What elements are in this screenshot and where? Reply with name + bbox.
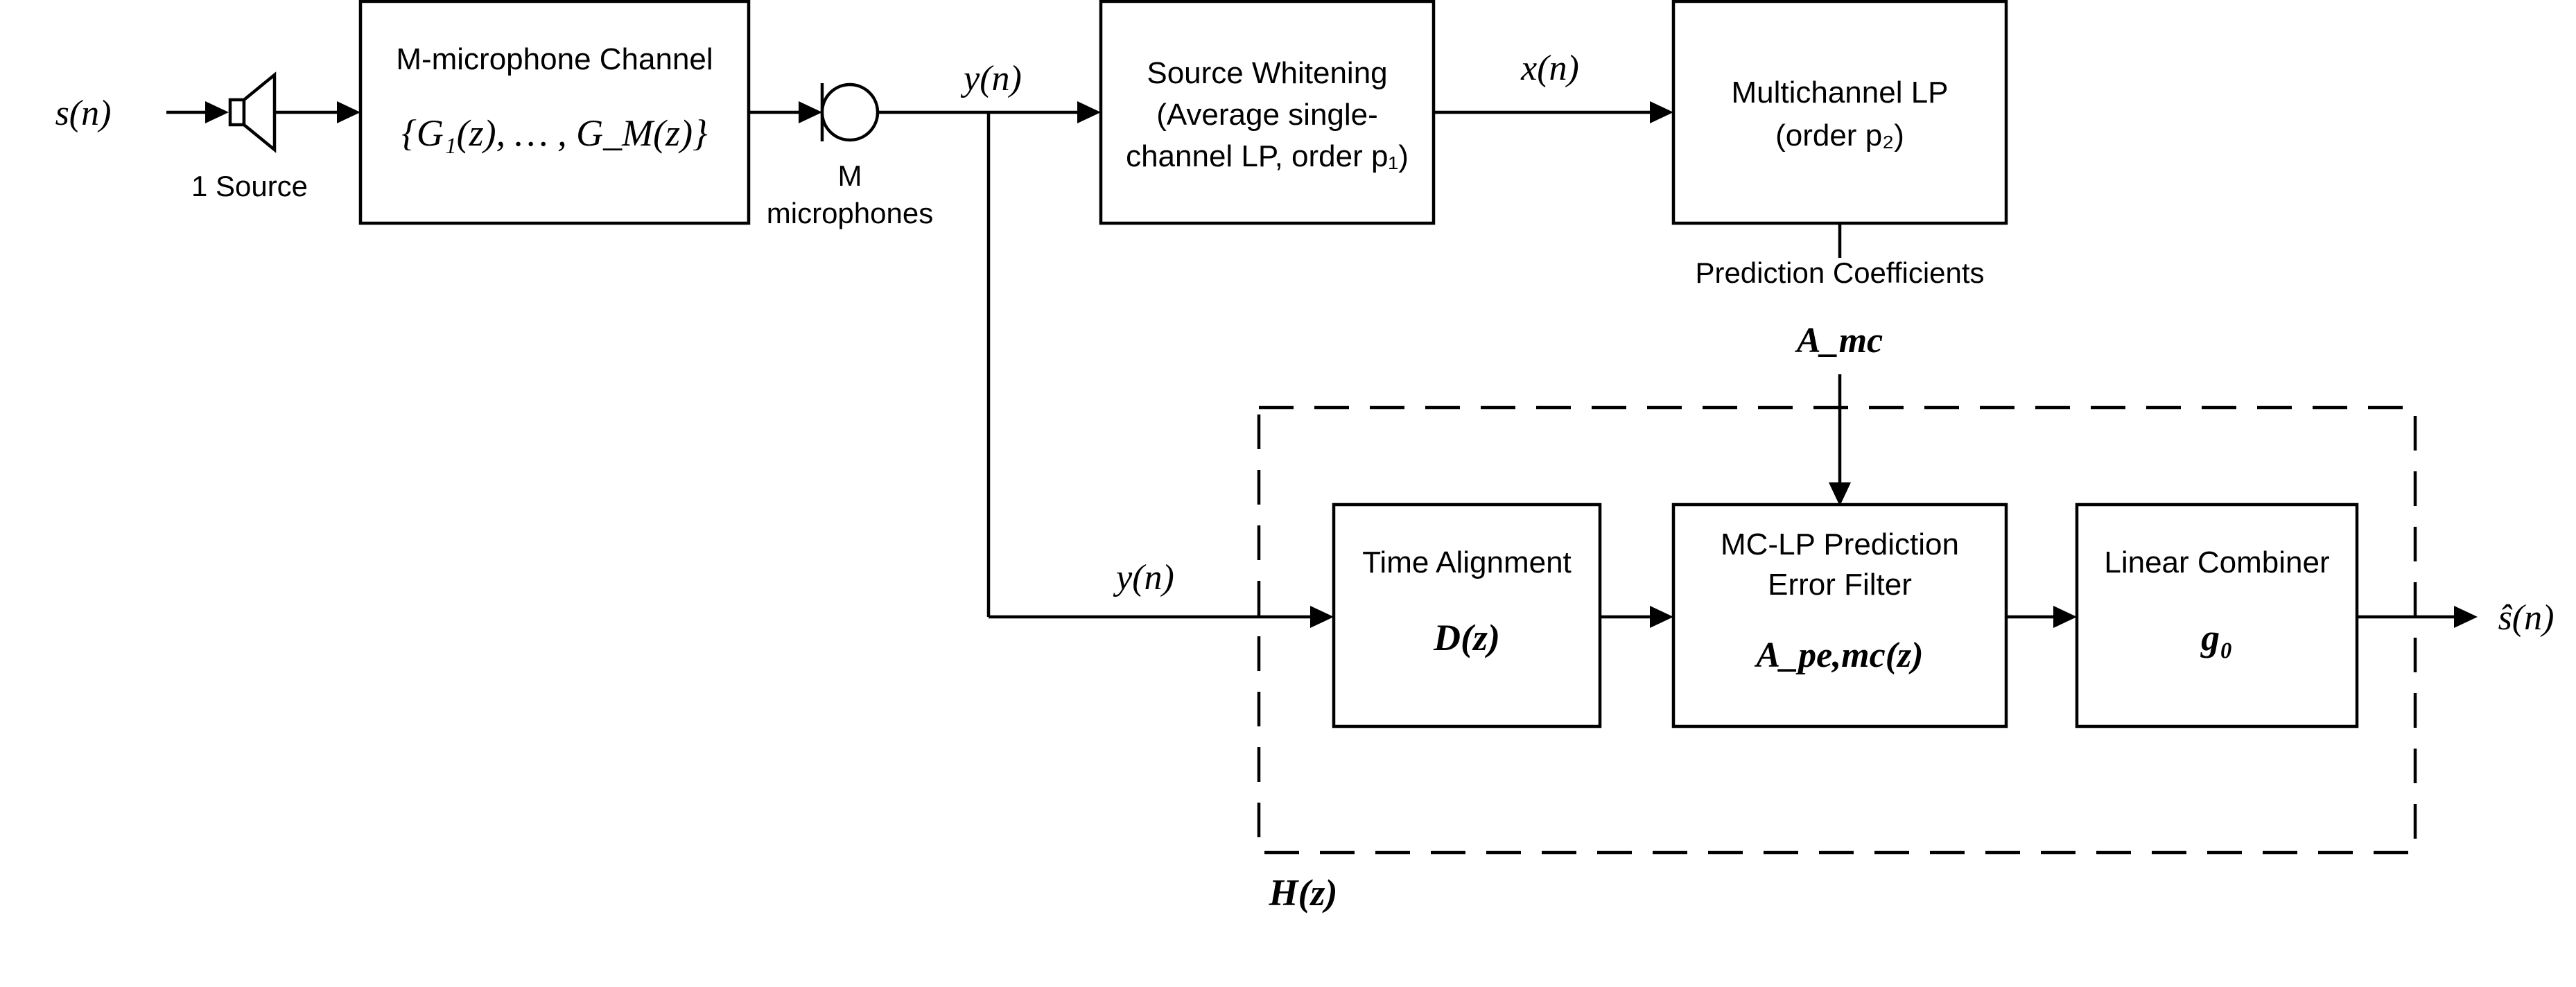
combiner-title: Linear Combiner [2104, 545, 2329, 579]
time-alignment-title: Time Alignment [1362, 545, 1572, 579]
coefficients-symbol: A_mc [1795, 321, 1883, 360]
source-signal-label: s(n) [55, 94, 112, 133]
mic-output-label-top: y(n) [960, 59, 1022, 98]
multichannel-lp-block [1671, 0, 2008, 225]
microphone-icon [820, 82, 880, 142]
arrowhead [1077, 101, 1101, 123]
output-signal-label: ŝ(n) [2498, 598, 2555, 638]
arrowhead [799, 101, 822, 123]
mic-output-label-bottom: y(n) [1113, 558, 1174, 597]
whitening-line1: Source Whitening [1147, 56, 1387, 90]
linear-combiner-block [2075, 503, 2359, 728]
mclp-line2: (order p₂) [1775, 119, 1904, 152]
combiner-symbol: g₀ [2200, 617, 2233, 658]
channel-title: M-microphone Channel [396, 42, 713, 76]
source-label: 1 Source [191, 170, 308, 202]
system-boundary [1257, 405, 2417, 855]
arrowhead [1650, 101, 1673, 123]
prediction-coefficients-label: Prediction Coefficients [1695, 256, 1984, 289]
error-filter-symbol: A_pe,mc(z) [1754, 636, 1923, 675]
arrowhead [1310, 606, 1334, 628]
time-alignment-symbol: D(z) [1433, 617, 1500, 658]
arrowhead [1650, 606, 1673, 628]
error-filter-block [1671, 503, 2008, 728]
arrowhead [2053, 606, 2077, 628]
system-symbol: H(z) [1269, 872, 1338, 914]
arrowhead [337, 101, 360, 123]
channel-block [358, 0, 751, 225]
loudspeaker-icon [228, 71, 277, 153]
microphones-label-line1: M [838, 159, 862, 192]
arrowhead [1829, 482, 1851, 506]
mclp-line1: Multichannel LP [1731, 76, 1948, 110]
error-filter-line2: Error Filter [1768, 568, 1912, 602]
time-alignment-block [1332, 503, 1602, 728]
arrowhead [2454, 606, 2478, 628]
whitening-line3: channel LP, order p₁) [1126, 139, 1409, 173]
microphones-label-line2: microphones [767, 197, 933, 229]
whitened-signal-label: x(n) [1520, 49, 1579, 88]
whitening-line2: (Average single- [1156, 98, 1378, 132]
channel-transfer-functions: {G₁(z), … , G_M(z)} [401, 112, 708, 154]
whitening-block [1099, 0, 1436, 225]
error-filter-line1: MC-LP Prediction [1721, 527, 1959, 561]
arrowhead [205, 101, 229, 123]
